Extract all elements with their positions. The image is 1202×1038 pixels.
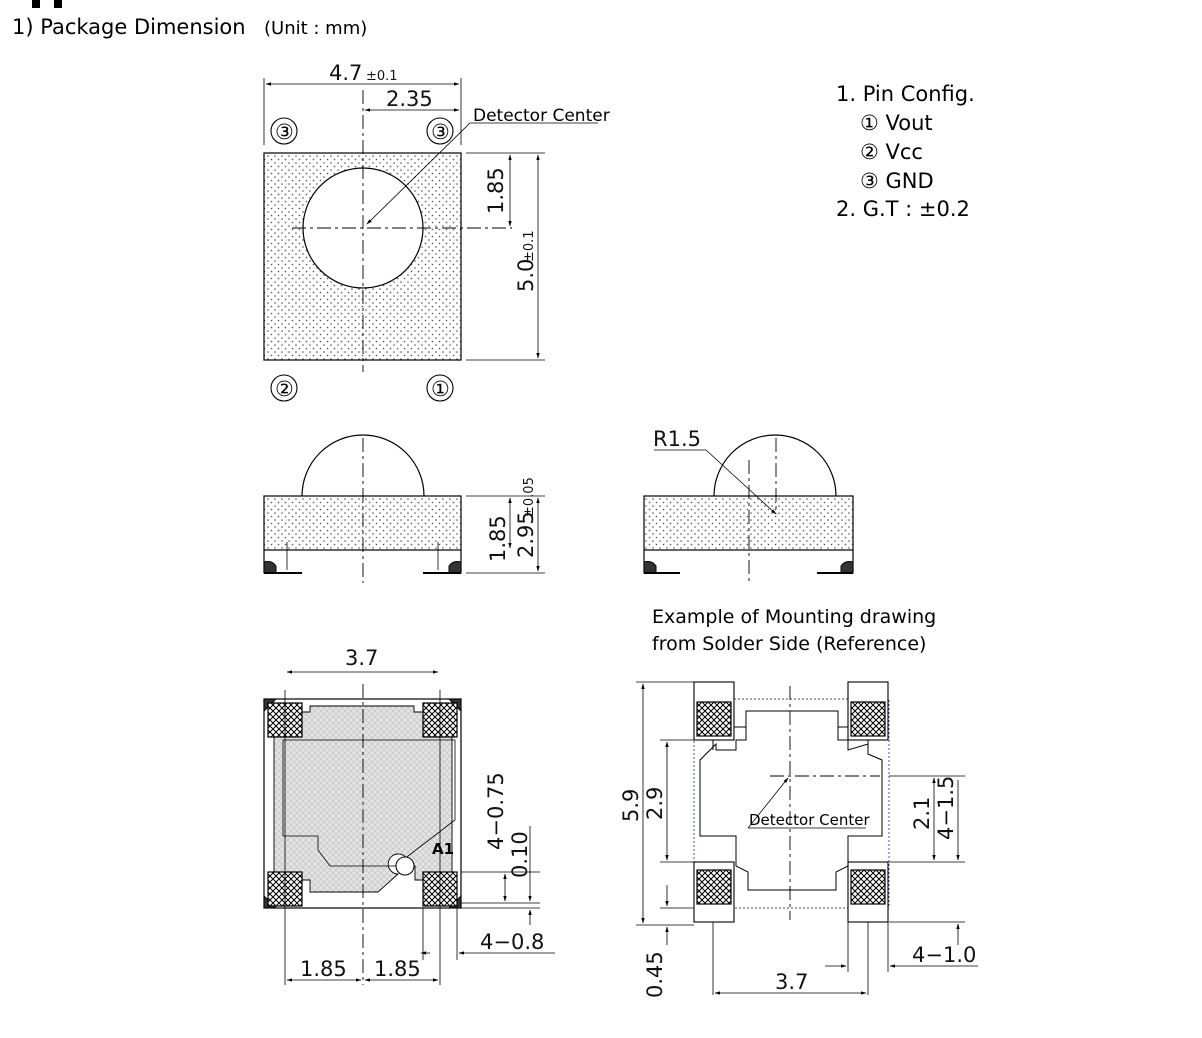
- general-tolerance: 2. G.T : ±0.2: [836, 197, 970, 221]
- pin-marker-3-right: ③: [431, 120, 450, 144]
- section-title: 1) Package Dimension: [12, 15, 246, 39]
- mount-pad-count-dim: 4−1.0: [912, 943, 976, 967]
- side-view-side: [643, 434, 854, 583]
- pin-marker-3-left: ③: [275, 120, 294, 144]
- mounting-drawing: [636, 681, 978, 995]
- total-height-tol: ±0.05: [522, 477, 537, 517]
- mounting-title-line2: from Solder Side (Reference): [652, 633, 926, 655]
- mount-gap-dim: 0.45: [643, 951, 667, 998]
- width-dim: 4.7: [329, 61, 362, 85]
- half-pitch-right-dim: 1.85: [374, 957, 421, 981]
- pin-a1-marker: A1: [432, 840, 454, 858]
- bottom-view-labels: 3.7 4−0.75 0.10 A1 4−0.8 1.85 1.85: [300, 646, 544, 981]
- gap-dim: 0.10: [508, 831, 532, 878]
- mounting-title-line1: Example of Mounting drawing: [652, 606, 936, 628]
- body-height-dim: 1.85: [486, 515, 510, 562]
- mount-detector-center-label: Detector Center: [749, 811, 870, 829]
- mounting-labels: 5.9 2.9 0.45 2.1 4−1.5 3.7 4−1.0 Detecto…: [619, 776, 976, 998]
- pin-2: ② Vcc: [860, 140, 923, 164]
- side-view-front-labels: 1.85 2.95 ±0.05: [486, 477, 538, 562]
- pin-marker-1: ①: [431, 377, 450, 401]
- heading-mark: [54, 0, 62, 8]
- mount-total-height-dim: 5.9: [619, 789, 643, 822]
- center-x-dim: 2.35: [386, 87, 433, 111]
- pad-pitch-dim: 3.7: [345, 646, 378, 670]
- heading-mark: [32, 0, 40, 8]
- unit-label: (Unit : mm): [264, 18, 367, 39]
- height-tol: ±0.1: [522, 230, 537, 262]
- width-tol: ±0.1: [366, 69, 398, 84]
- pad-height-dim: 4−0.75: [484, 772, 508, 850]
- top-view: [263, 78, 598, 402]
- center-y-dim: 1.85: [484, 167, 508, 214]
- pin-1: ① Vout: [860, 111, 933, 135]
- side-view-front: [263, 434, 545, 583]
- mount-center-height-dim: 2.9: [643, 787, 667, 820]
- radius-dim: R1.5: [653, 427, 701, 451]
- bottom-view: [263, 670, 555, 985]
- detector-center-label: Detector Center: [473, 106, 610, 126]
- half-pitch-left-dim: 1.85: [300, 957, 347, 981]
- pin-marker-2: ②: [275, 377, 294, 401]
- top-view-labels: 4.7 ±0.1 2.35 Detector Center 1.85 5.0 ±…: [275, 61, 610, 401]
- total-height-dim: 2.95: [514, 511, 538, 558]
- pin-config: 1. Pin Config. ① Vout ② Vcc ③ GND 2. G.T…: [836, 82, 975, 221]
- pin-config-title: 1. Pin Config.: [836, 82, 975, 106]
- pin-3: ③ GND: [860, 169, 934, 193]
- mount-pitch-dim: 3.7: [775, 970, 808, 994]
- mount-pad-length-dim: 4−1.5: [934, 776, 958, 840]
- pad-width-dim: 4−0.8: [480, 930, 544, 954]
- height-dim: 5.0: [514, 259, 538, 292]
- mount-pad-width-dim: 2.1: [910, 797, 934, 830]
